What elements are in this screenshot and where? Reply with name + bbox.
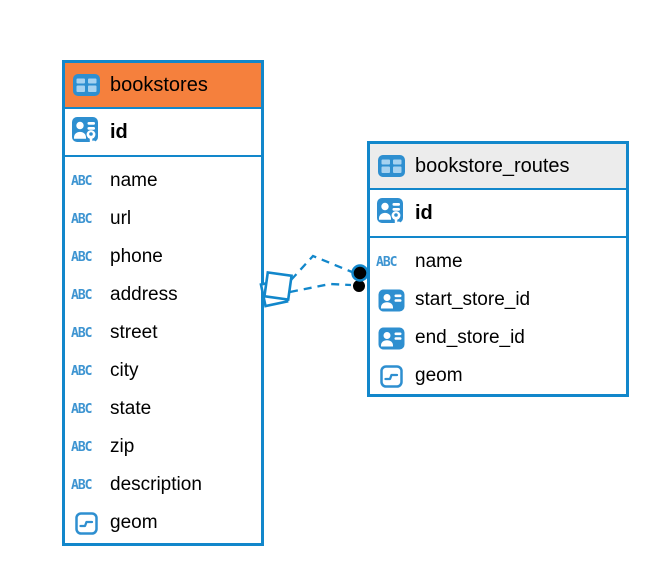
field-label: geom (415, 365, 463, 386)
field-label: description (110, 474, 202, 495)
primary-key-row[interactable]: id (65, 109, 261, 157)
field-label: start_store_id (415, 289, 531, 310)
text-type-icon: ABC (71, 287, 92, 303)
primary-key-row[interactable]: id (370, 190, 626, 238)
geometry-type-icon (71, 511, 101, 535)
table-title: bookstore_routes (415, 154, 570, 177)
field-row-zip[interactable]: ABC zip (65, 428, 261, 466)
field-label: zip (110, 436, 135, 457)
relationship-source-handle[interactable] (259, 270, 294, 308)
text-type-icon: ABC (71, 401, 92, 417)
field-row-description[interactable]: ABC description (65, 466, 261, 504)
text-type-icon: ABC (71, 477, 92, 493)
field-label: name (415, 251, 463, 272)
table-header-bookstores[interactable]: bookstores (65, 63, 261, 109)
field-label: city (110, 360, 139, 381)
primary-key-label: id (415, 201, 433, 224)
field-label: state (110, 398, 152, 419)
field-label: end_store_id (415, 327, 525, 348)
field-list: ABC name ABC url ABC phone ABC address A… (65, 157, 261, 543)
field-row-state[interactable]: ABC state (65, 390, 261, 428)
field-row-geom[interactable]: geom (65, 504, 261, 542)
field-label: geom (110, 512, 158, 533)
geometry-type-icon (376, 364, 406, 388)
primary-key-label: id (110, 120, 128, 143)
text-type-icon: ABC (71, 249, 92, 265)
text-type-icon: ABC (71, 173, 92, 189)
field-row-city[interactable]: ABC city (65, 352, 261, 390)
field-list: ABC name start_store_id (370, 238, 626, 394)
field-row-address[interactable]: ABC address (65, 276, 261, 314)
table-icon (377, 154, 406, 178)
field-row-street[interactable]: ABC street (65, 314, 261, 352)
table-bookstore-routes[interactable]: bookstore_routes id ABC name (367, 141, 629, 397)
text-type-icon: ABC (71, 439, 92, 455)
reference-type-icon (376, 327, 406, 350)
field-row-end-store-id[interactable]: end_store_id (370, 319, 626, 357)
field-label: url (110, 208, 132, 229)
relationship-line-start-store[interactable] (290, 254, 353, 281)
field-row-url[interactable]: ABC url (65, 200, 261, 238)
text-type-icon: ABC (376, 254, 397, 270)
field-label: address (110, 284, 178, 305)
field-label: name (110, 170, 158, 191)
table-icon (72, 73, 101, 97)
reference-type-icon (376, 289, 406, 312)
primary-key-icon (71, 116, 101, 148)
text-type-icon: ABC (71, 363, 92, 379)
field-row-phone[interactable]: ABC phone (65, 238, 261, 276)
table-bookstores[interactable]: bookstores id ABC name ABC ur (62, 60, 264, 546)
field-label: street (110, 322, 158, 343)
table-header-bookstore-routes[interactable]: bookstore_routes (370, 144, 626, 190)
field-row-start-store-id[interactable]: start_store_id (370, 281, 626, 319)
field-row-geom[interactable]: geom (370, 357, 626, 394)
text-type-icon: ABC (71, 325, 92, 341)
table-title: bookstores (110, 73, 208, 96)
relationship-target-handle[interactable] (351, 264, 369, 294)
field-row-name[interactable]: ABC name (65, 162, 261, 200)
text-type-icon: ABC (71, 211, 92, 227)
field-row-name[interactable]: ABC name (370, 243, 626, 281)
relationship-line-end-store[interactable] (289, 282, 352, 294)
primary-key-icon (376, 197, 406, 229)
field-label: phone (110, 246, 163, 267)
